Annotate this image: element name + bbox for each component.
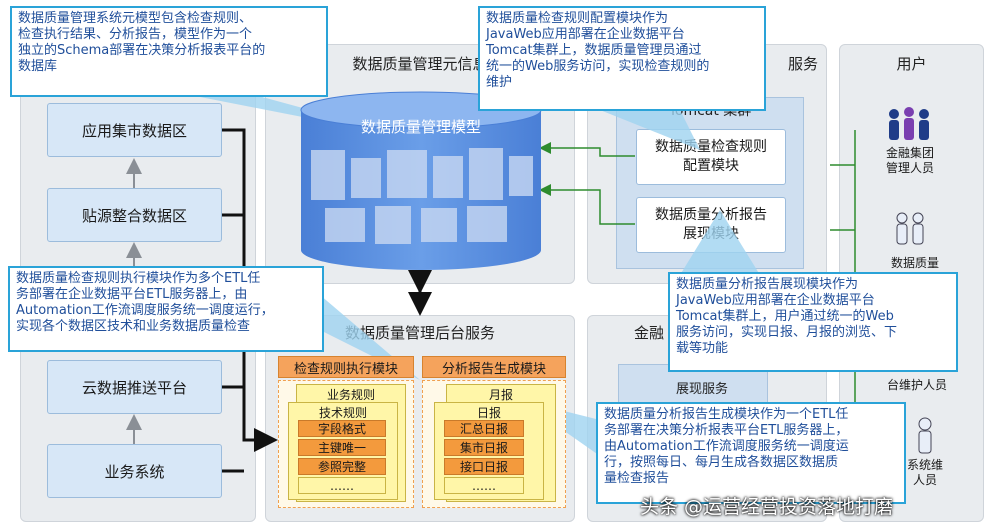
exec-module-header: 检查规则执行模块 (278, 356, 414, 378)
user-label-2: 数据质量 (890, 256, 939, 270)
user-group-icon-1 (889, 107, 929, 140)
callout-top-left-l2: 检查执行结果、分析报告，模型作为一个 (18, 27, 253, 42)
exec-card-tech-label: 技术规则 (318, 406, 367, 420)
exec-card-business-label: 业务规则 (326, 388, 375, 402)
callout-right-l2: JavaWeb应用部署在企业数据平台 (676, 293, 875, 308)
callout-mid-left-l3: Automation工作流调度服务统一调度运行， (16, 303, 274, 318)
callout-top-center-l2: JavaWeb应用部署在企业数据平台 (486, 27, 685, 42)
callout-mid-left-l2: 务部署在企业数据平台ETL服务器上，由 (16, 287, 248, 302)
callout-top-center-l4: 统一的Web服务访问，实现检查规则的 (486, 59, 710, 74)
report-module-line1: 数据质量分析报告 (655, 207, 767, 223)
user-label-4-line2: 人员 (912, 473, 937, 487)
callout-top-center: 数据质量检查规则配置模块作为 JavaWeb应用部署在企业数据平台 Tomcat… (478, 6, 766, 111)
callout-bottom-right-l4: 行，按照每日、每月生成各数据区数据质 (604, 455, 839, 470)
callout-top-left-l1: 数据质量管理系统元模型包含检查规则、 (18, 11, 253, 26)
users-panel-title: 用户 (896, 55, 927, 73)
fin-inner-label: 展现服务 (676, 382, 729, 397)
config-module-line2: 配置模块 (683, 158, 739, 174)
callout-bottom-right-l5: 量检查报告 (604, 471, 670, 486)
user-icon-3 (918, 417, 932, 454)
fin-panel-title: 金融 (634, 324, 665, 342)
exec-row-4: …… (298, 477, 386, 494)
callout-bottom-right-l2: 务部署在决策分析报表平台ETL服务器上， (604, 423, 849, 438)
gen-row-2: 集市日报 (444, 439, 524, 456)
callout-right-l5: 载等功能 (676, 341, 729, 356)
config-module-box: 数据质量检查规则配置模块 (636, 129, 786, 185)
exec-row-1: 字段格式 (298, 420, 386, 437)
user-label-1-line1: 金融集团 (885, 146, 934, 160)
user-label-4-line1: 系统维 (906, 458, 943, 472)
callout-top-left: 数据质量管理系统元模型包含检查规则、 检查执行结果、分析报告，模型作为一个 独立… (10, 6, 328, 97)
gen-row-3: 接口日报 (444, 458, 524, 475)
user-label-1: 金融集团 管理人员 (860, 146, 960, 176)
user-label-3: 台维护人员 (886, 378, 947, 392)
user-group-icon-2 (896, 212, 924, 245)
exec-row-3: 参照完整 (298, 458, 386, 475)
callout-top-center-l5: 维护 (486, 75, 513, 90)
db-cylinder (300, 91, 542, 270)
callout-top-center-l1: 数据质量检查规则配置模块作为 (486, 11, 669, 26)
gen-row-1: 汇总日报 (444, 420, 524, 437)
report-module-box: 数据质量分析报告展现模块 (636, 197, 786, 253)
callout-mid-left: 数据质量检查规则执行模块作为多个ETL任 务部署在企业数据平台ETL服务器上，由… (8, 266, 324, 352)
watermark-text: 头条 @运营经营投资落地打磨 (640, 496, 894, 518)
source-business-system: 业务系统 (47, 444, 222, 498)
callout-right-l3: Tomcat集群上，用户通过统一的Web (676, 309, 894, 324)
config-module-line1: 数据质量检查规则 (655, 139, 767, 155)
report-gen-module-header: 分析报告生成模块 (422, 356, 566, 378)
callout-mid-left-l1: 数据质量检查规则执行模块作为多个ETL任 (16, 271, 261, 286)
gen-card-daily-label: 日报 (476, 406, 501, 420)
callout-top-left-l3: 独立的Schema部署在决策分析报表平台的 (18, 43, 266, 58)
source-app-mart: 应用集市数据区 (47, 103, 222, 157)
callout-right: 数据质量分析报告展现模块作为 JavaWeb应用部署在企业数据平台 Tomcat… (668, 272, 958, 372)
callout-bottom-right-l1: 数据质量分析报告生成模块作为一个ETL任 (604, 407, 849, 422)
exec-row-2: 主键唯一 (298, 439, 386, 456)
gen-row-4: …… (444, 477, 524, 494)
meta-panel-title: 数据质量管理元信息 (352, 55, 488, 73)
db-label: 数据质量管理模型 (360, 118, 481, 136)
callout-bottom-right: 数据质量分析报告生成模块作为一个ETL任 务部署在决策分析报表平台ETL服务器上… (596, 402, 906, 504)
callout-mid-left-l4: 实现各个数据区技术和业务数据质量检查 (16, 319, 251, 334)
callout-top-center-l3: Tomcat集群上，数据质量管理员通过 (486, 43, 702, 58)
user-label-4: 系统维 人员 (880, 458, 970, 488)
web-panel-title: 服务 (787, 55, 818, 73)
callout-top-left-l4: 数据库 (18, 59, 58, 74)
source-staging: 贴源整合数据区 (47, 188, 222, 242)
callout-bottom-right-l3: 由Automation工作流调度服务统一调度运 (604, 439, 849, 454)
callout-right-l1: 数据质量分析报告展现模块作为 (676, 277, 859, 292)
gen-card-monthly-label: 月报 (488, 388, 513, 402)
report-module-line2: 展现模块 (683, 226, 739, 242)
callout-right-l4: 服务访问，实现日报、月报的浏览、下 (676, 325, 898, 340)
source-cloud-push: 云数据推送平台 (47, 360, 222, 414)
user-label-1-line2: 管理人员 (885, 161, 934, 175)
